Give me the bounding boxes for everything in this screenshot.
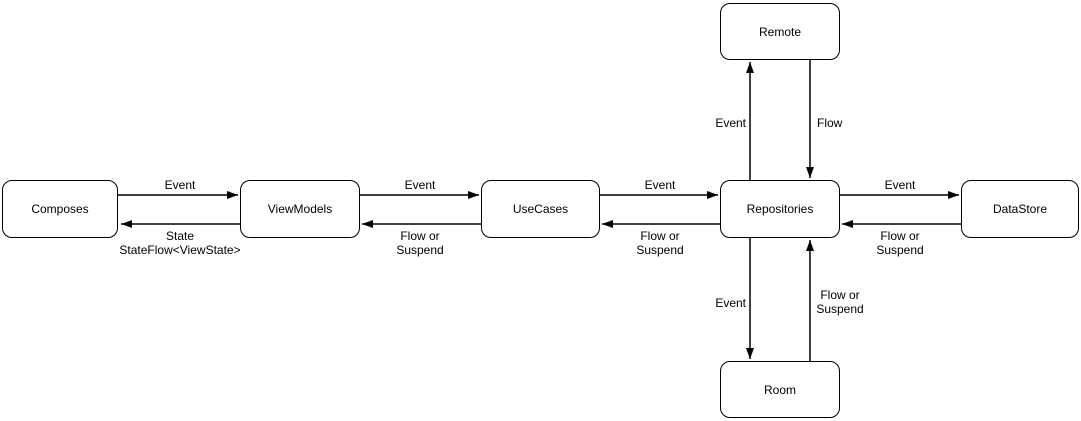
node-room-label: Room [763, 382, 796, 397]
node-usecases-label: UseCases [512, 202, 569, 216]
edge-label-event-composes-viewmodels: Event [164, 178, 196, 192]
node-usecases: UseCases [481, 180, 600, 238]
node-repositories: Repositories [720, 180, 840, 238]
node-viewmodels-label: ViewModels [267, 202, 333, 216]
edge-label-event-repositories-datastore: Event [884, 178, 916, 192]
node-composes: Composes [2, 180, 118, 238]
edge-label-event-viewmodels-usecases: Event [404, 178, 436, 192]
edge-label-flow-suspend-datastore-repositories: Flow or Suspend [876, 229, 924, 257]
node-viewmodels: ViewModels [240, 180, 360, 238]
node-room: Room [720, 361, 840, 418]
node-composes-label: Composes [31, 202, 89, 216]
node-datastore-label: DataStore [992, 202, 1048, 216]
node-repositories-label: Repositories [746, 202, 814, 216]
edge-label-event-usecases-repositories: Event [644, 178, 676, 192]
node-datastore: DataStore [961, 180, 1079, 238]
edge-label-event-repositories-room: Event [715, 296, 746, 310]
edge-label-flow-remote-repositories: Flow [817, 116, 843, 130]
node-remote-label: Remote [758, 24, 802, 39]
edge-label-flow-suspend-usecases-viewmodels: Flow or Suspend [396, 229, 444, 257]
edge-label-flow-suspend-repositories-usecases: Flow or Suspend [636, 229, 684, 257]
node-remote: Remote [720, 3, 840, 60]
edge-label-flow-suspend-room-repositories: Flow or Suspend [816, 288, 864, 316]
edge-label-state-stateflow: State StateFlow<ViewState> [119, 229, 241, 257]
edge-label-event-repositories-remote: Event [715, 116, 746, 130]
